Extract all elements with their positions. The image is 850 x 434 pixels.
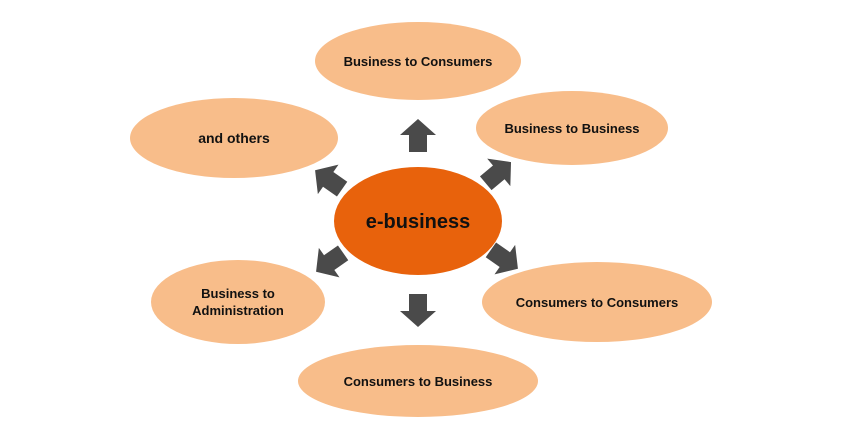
node-others: and others (130, 98, 338, 178)
center-label: e-business (366, 211, 470, 233)
arrow-up-icon (400, 119, 436, 152)
node-c2c: Consumers to Consumers (482, 262, 712, 342)
node-b2a-label-line2: Administration (192, 303, 284, 318)
node-b2a-label-line1: Business to (201, 286, 275, 301)
center-node: e-business (334, 167, 502, 275)
node-b2b: Business to Business (476, 91, 668, 165)
node-c2c-label: Consumers to Consumers (516, 295, 679, 310)
node-b2a: Business to Administration (151, 260, 325, 344)
node-b2b-label: Business to Business (504, 121, 639, 136)
node-others-label: and others (198, 130, 270, 146)
node-b2c: Business to Consumers (315, 22, 521, 100)
node-c2b: Consumers to Business (298, 345, 538, 417)
arrow-down-icon (400, 294, 436, 327)
node-b2c-label: Business to Consumers (344, 54, 493, 69)
node-c2b-label: Consumers to Business (344, 374, 493, 389)
